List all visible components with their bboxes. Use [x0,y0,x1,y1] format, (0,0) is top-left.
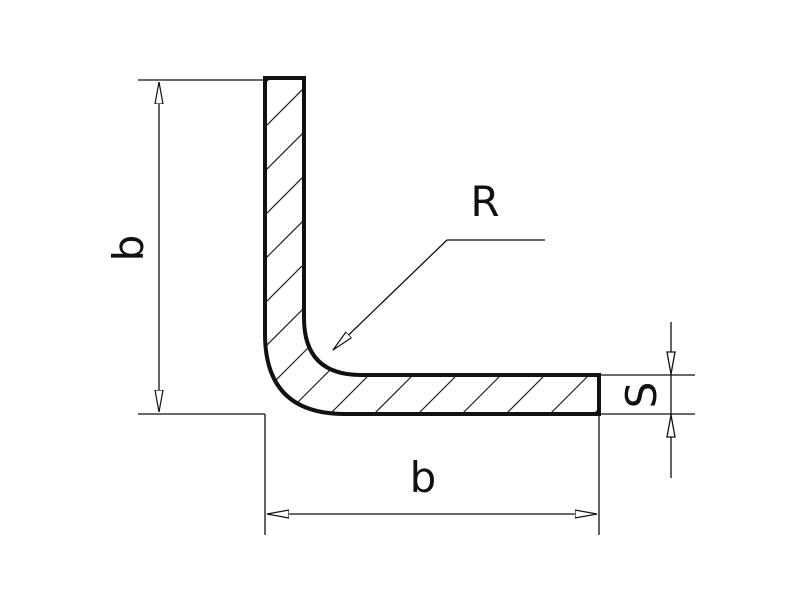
radius-leader [333,239,545,350]
hatch-line [337,78,599,414]
hatch-line [265,78,451,414]
hatch-line [690,30,800,450]
label-width-b: b [410,453,437,502]
label-thickness-s: S [617,382,666,409]
hatch-line [513,78,599,414]
label-height-b: b [104,235,153,262]
hatch-line [557,78,599,414]
hatch-line [265,78,407,414]
arrow-s-bottom [666,414,676,438]
arrow-s-top [666,351,676,375]
profile-outline [263,76,601,416]
hatch-line [469,78,599,414]
leader-diagonal [333,239,448,350]
dimension-thickness [666,322,676,478]
hatch-line [265,78,599,414]
hatch-line [265,78,363,414]
label-radius-r: R [470,177,499,226]
hatch-line [425,78,599,414]
hatch-line [381,78,599,414]
hatch-line [646,30,800,450]
